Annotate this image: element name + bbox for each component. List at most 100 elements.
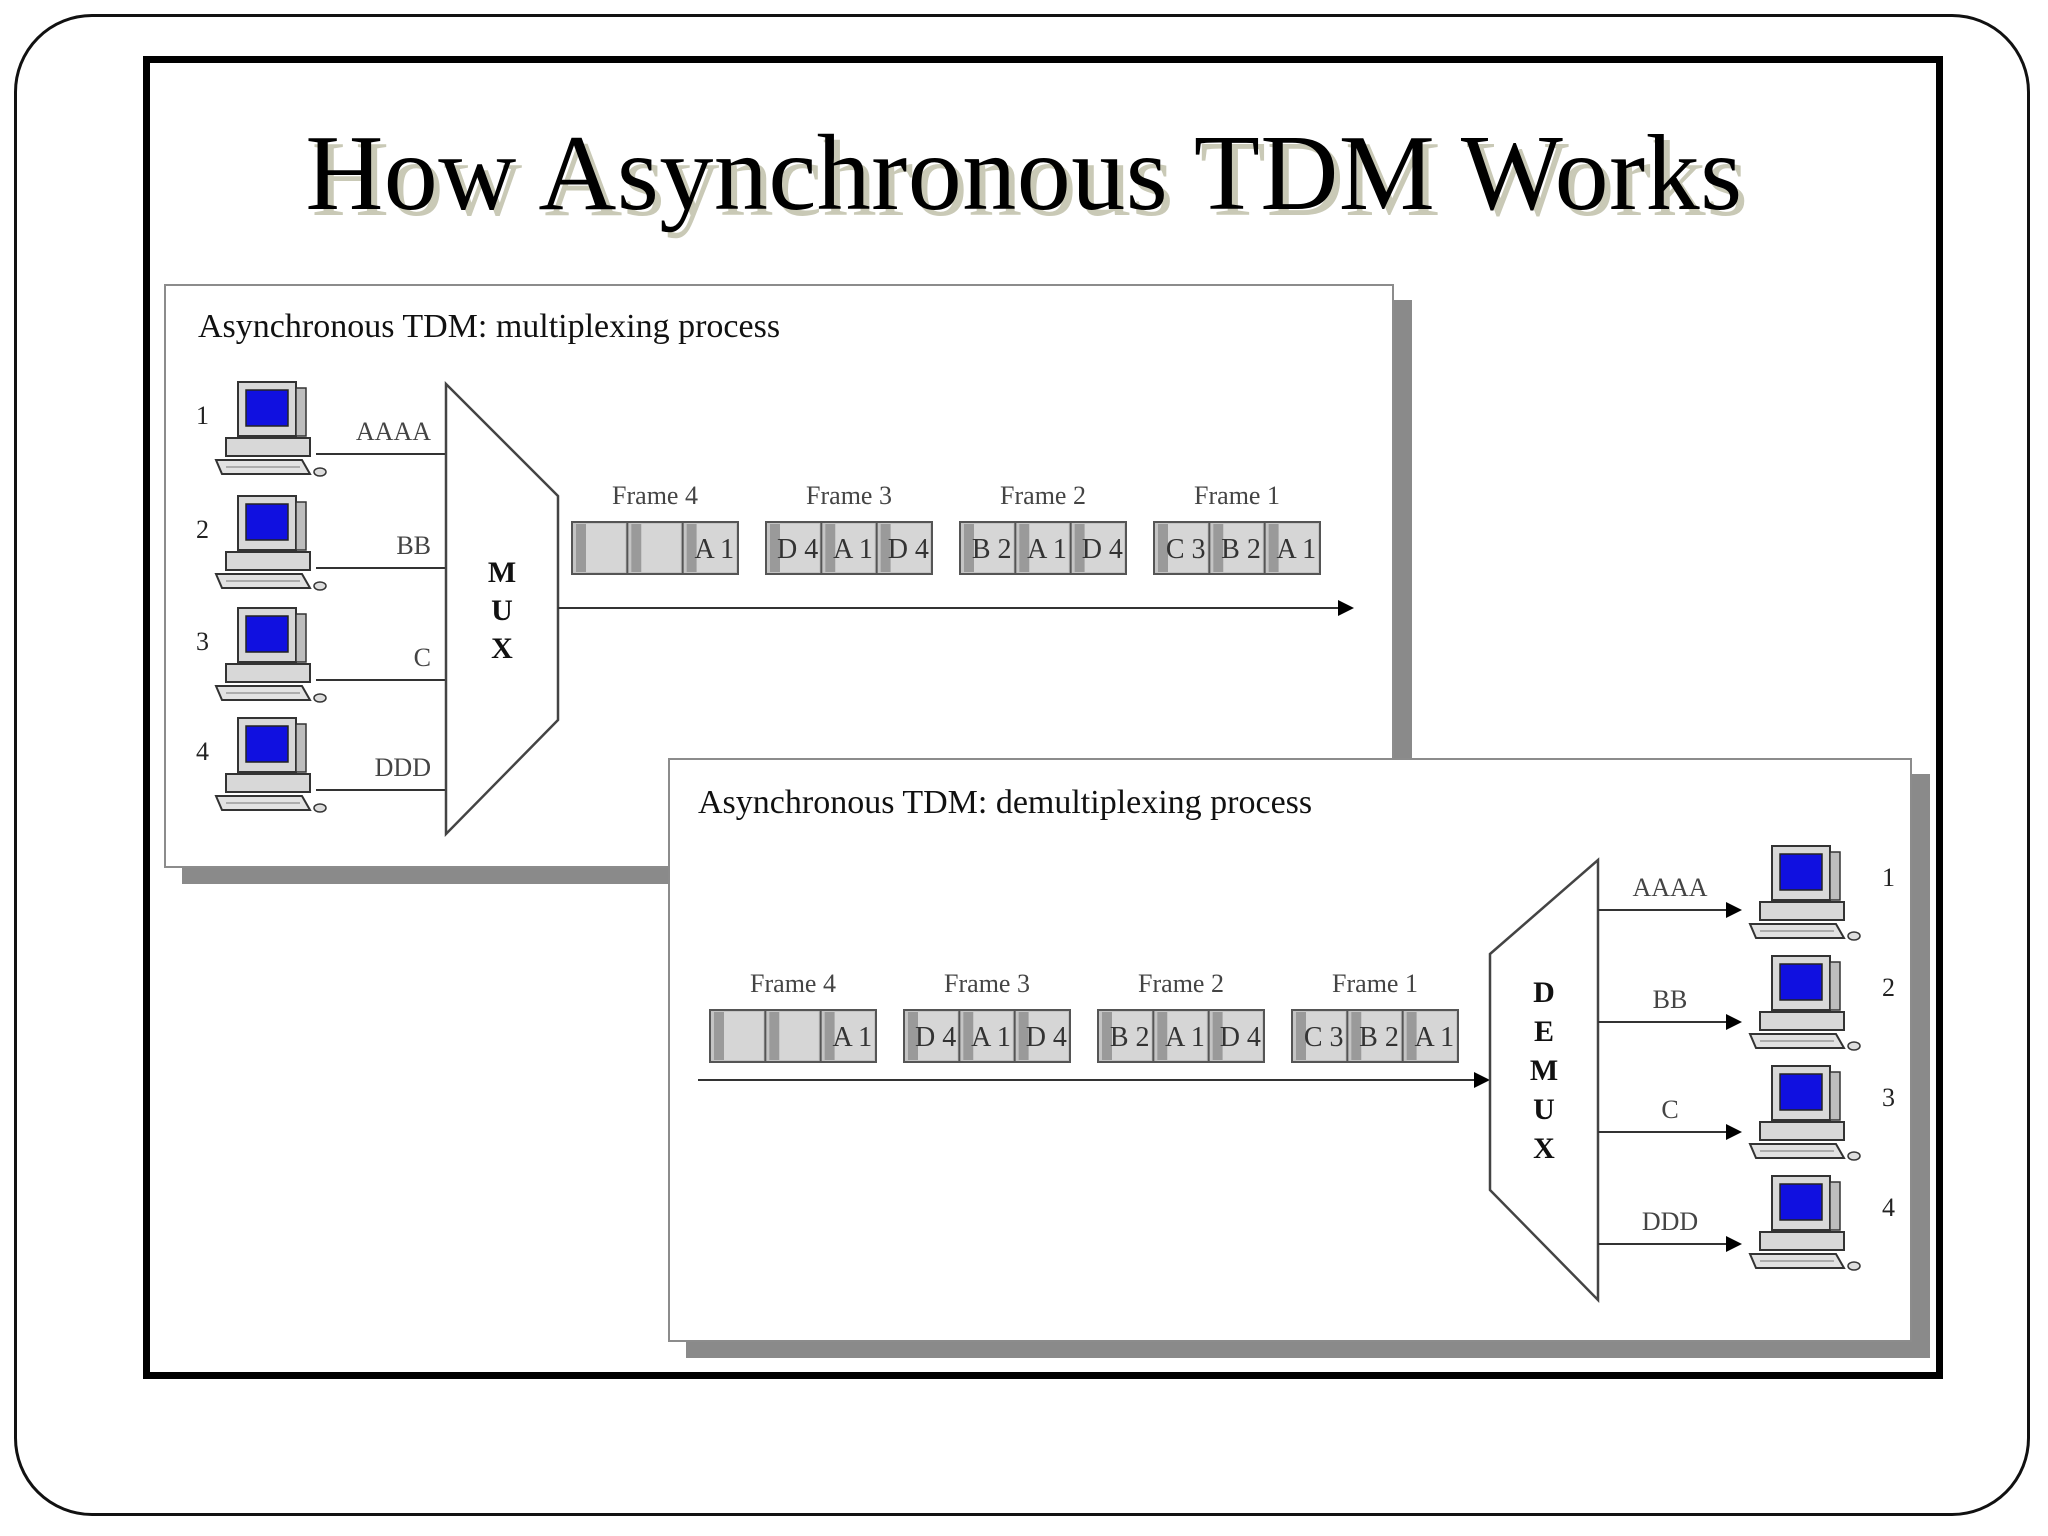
station-number: 3 — [1882, 1083, 1895, 1112]
mux-letter: M — [488, 556, 516, 589]
slot-body — [1028, 1012, 1068, 1060]
slot-body — [1223, 524, 1263, 572]
computer-icon — [214, 607, 327, 703]
slot-label: C 3 — [1166, 534, 1206, 565]
station-number: 2 — [196, 515, 209, 544]
slot-header — [769, 1012, 780, 1060]
slot-header — [1019, 524, 1030, 572]
monitor-side — [1829, 851, 1841, 901]
slot-header — [631, 524, 642, 572]
mouse — [313, 693, 327, 703]
demultiplexing-panel-title: Asynchronous TDM: demultiplexing process — [698, 784, 1313, 821]
monitor-side — [295, 501, 307, 551]
monitor-screen — [245, 389, 289, 427]
slot-header — [824, 1012, 835, 1060]
slot-body — [724, 1012, 764, 1060]
system-unit — [225, 437, 311, 457]
mux-block — [444, 380, 560, 838]
slot-header — [686, 524, 697, 572]
station-arrow — [1726, 1124, 1742, 1140]
demux-letter: U — [1533, 1093, 1555, 1126]
slot-label: A 1 — [1414, 1022, 1454, 1053]
slot-label: A 1 — [833, 534, 873, 565]
mouse — [313, 803, 327, 813]
demux-letter: D — [1533, 976, 1555, 1009]
demux-letter: M — [1530, 1054, 1558, 1087]
mux-frame: A 1 — [571, 521, 739, 575]
system-unit — [1759, 901, 1845, 921]
slot-label: A 1 — [971, 1022, 1011, 1053]
slot-body — [1084, 524, 1124, 572]
monitor-side — [295, 387, 307, 437]
station-data: C — [1661, 1095, 1678, 1124]
slot-body — [918, 1012, 958, 1060]
monitor-screen — [1779, 853, 1823, 891]
slot-header — [1351, 1012, 1362, 1060]
slot-body — [779, 1012, 819, 1060]
slot-body — [1112, 1012, 1152, 1060]
slot-body — [1361, 1012, 1401, 1060]
computer-icon — [1748, 1175, 1861, 1271]
slot-label: D 4 — [1220, 1022, 1261, 1053]
mouse — [313, 581, 327, 591]
mouse — [1847, 1261, 1861, 1271]
system-unit — [225, 773, 311, 793]
slot-body — [641, 524, 681, 572]
slot-body — [1416, 1012, 1456, 1060]
mux-frame-label: Frame 1 — [1194, 481, 1280, 510]
station-number: 3 — [196, 627, 209, 656]
mux-letter: U — [491, 594, 513, 627]
slot-header — [1406, 1012, 1417, 1060]
slot-header — [1018, 1012, 1029, 1060]
computer-icon — [1748, 1065, 1861, 1161]
slot-label: B 2 — [972, 534, 1012, 565]
station-data: BB — [1653, 985, 1688, 1014]
slot-header — [908, 1012, 918, 1060]
slot-label: D 4 — [888, 534, 929, 565]
computer-icon — [214, 717, 327, 813]
station-number: 1 — [196, 401, 209, 430]
slot-body — [834, 1012, 874, 1060]
station-arrow — [1726, 1236, 1742, 1252]
monitor-side — [1829, 1181, 1841, 1231]
slot-header — [825, 524, 836, 572]
slot-label: A 1 — [1276, 534, 1316, 565]
demux-frame-label: Frame 2 — [1138, 969, 1224, 998]
station-number: 4 — [1882, 1193, 1895, 1222]
monitor-screen — [245, 725, 289, 763]
demux-letter: E — [1534, 1015, 1554, 1048]
slot-label: D 4 — [1082, 534, 1123, 565]
slot-body — [890, 524, 930, 572]
station-data: BB — [396, 531, 431, 560]
slot-header — [1296, 1012, 1306, 1060]
slot-label: B 2 — [1221, 534, 1261, 565]
slot-label: A 1 — [1027, 534, 1067, 565]
slot-body — [973, 1012, 1013, 1060]
slot-body — [780, 524, 820, 572]
system-unit — [225, 551, 311, 571]
slot-label: A 1 — [832, 1022, 872, 1053]
slot-label: B 2 — [1359, 1022, 1399, 1053]
computer-icon — [1748, 955, 1861, 1051]
monitor-screen — [1779, 963, 1823, 1001]
slot-header — [1213, 524, 1224, 572]
slot-body — [1168, 524, 1208, 572]
slot-body — [1278, 524, 1318, 572]
mux-frame-label: Frame 3 — [806, 481, 892, 510]
monitor-side — [1829, 961, 1841, 1011]
slot-header — [770, 524, 780, 572]
mouse — [1847, 1151, 1861, 1161]
station-number: 4 — [196, 737, 209, 766]
computer-icon — [1748, 845, 1861, 941]
slot-body — [835, 524, 875, 572]
monitor-screen — [245, 503, 289, 541]
station-arrow — [1726, 902, 1742, 918]
demux-input-arrow — [1474, 1072, 1490, 1088]
slot-header — [1268, 524, 1279, 572]
slot-label: A 1 — [694, 534, 734, 565]
slot-header — [714, 1012, 724, 1060]
